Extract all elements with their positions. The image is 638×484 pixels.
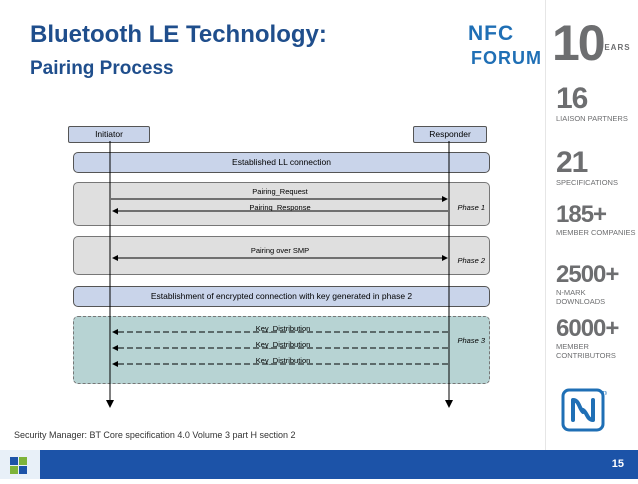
stat-member-contributors: 6000+ MEMBER CONTRIBUTORS bbox=[556, 315, 636, 361]
stat-number: 185+ bbox=[556, 201, 607, 228]
stat-liaison-partners: 16 LIAISON PARTNERS bbox=[556, 82, 636, 124]
key-distribution-label-1: Key_Distribution bbox=[255, 324, 311, 333]
footnote: Security Manager: BT Core specification … bbox=[14, 430, 296, 440]
pairing-over-smp-label: Pairing over SMP bbox=[250, 246, 310, 255]
pairing-response-label: Pairing_Response bbox=[249, 203, 311, 212]
bottom-bar-accent bbox=[0, 450, 40, 479]
slide-title: Bluetooth LE Technology: bbox=[30, 21, 327, 48]
stat-label: MEMBER CONTRIBUTORS bbox=[556, 342, 616, 360]
stat-number: 6000+ bbox=[556, 315, 619, 342]
stat-label: SPECIFICATIONS bbox=[556, 178, 618, 187]
phase3-box: Phase 3 bbox=[73, 316, 490, 384]
branding-panel bbox=[545, 0, 638, 450]
anniversary-label: YEARS bbox=[598, 43, 631, 52]
key-distribution-label-3: Key_Distribution bbox=[255, 356, 311, 365]
stat-label: LIAISON PARTNERS bbox=[556, 114, 628, 123]
page-number: 15 bbox=[611, 458, 624, 470]
stat-member-companies: 185+ MEMBER COMPANIES bbox=[556, 201, 636, 238]
phase2-box: Phase 2 bbox=[73, 236, 490, 275]
pixel-squares-icon bbox=[10, 457, 27, 474]
bottom-bar bbox=[0, 450, 638, 479]
stat-label: MEMBER COMPANIES bbox=[556, 228, 636, 237]
anniversary-number: 10 bbox=[552, 15, 606, 71]
n-mark-icon: TM bbox=[561, 388, 607, 432]
phase3-label: Phase 3 bbox=[457, 336, 485, 345]
stat-nmark-downloads: 2500+ N-MARK DOWNLOADS bbox=[556, 261, 636, 307]
logo-nfc-text: NFC bbox=[468, 22, 515, 45]
slide-subtitle: Pairing Process bbox=[30, 58, 174, 79]
key-distribution-label-2: Key_Distribution bbox=[255, 340, 311, 349]
stat-number: 21 bbox=[556, 146, 588, 179]
initiator-box: Initiator bbox=[68, 126, 150, 143]
svg-text:TM: TM bbox=[602, 391, 607, 397]
stat-specifications: 21 SPECIFICATIONS bbox=[556, 146, 636, 188]
responder-box: Responder bbox=[413, 126, 487, 143]
stat-number: 2500+ bbox=[556, 261, 619, 288]
phase1-box: Phase 1 bbox=[73, 182, 490, 226]
pairing-request-label: Pairing_Request bbox=[252, 187, 308, 196]
stat-label: N-MARK DOWNLOADS bbox=[556, 288, 606, 306]
phase2-label: Phase 2 bbox=[457, 256, 485, 265]
nfc-forum-logo: NFC FORUM bbox=[468, 22, 542, 72]
encrypted-connection-bar: Establishment of encrypted connection wi… bbox=[73, 286, 490, 307]
phase1-label: Phase 1 bbox=[457, 203, 485, 212]
established-ll-connection-bar: Established LL connection bbox=[73, 152, 490, 173]
stat-number: 16 bbox=[556, 82, 588, 115]
logo-forum-text: FORUM bbox=[471, 48, 542, 68]
